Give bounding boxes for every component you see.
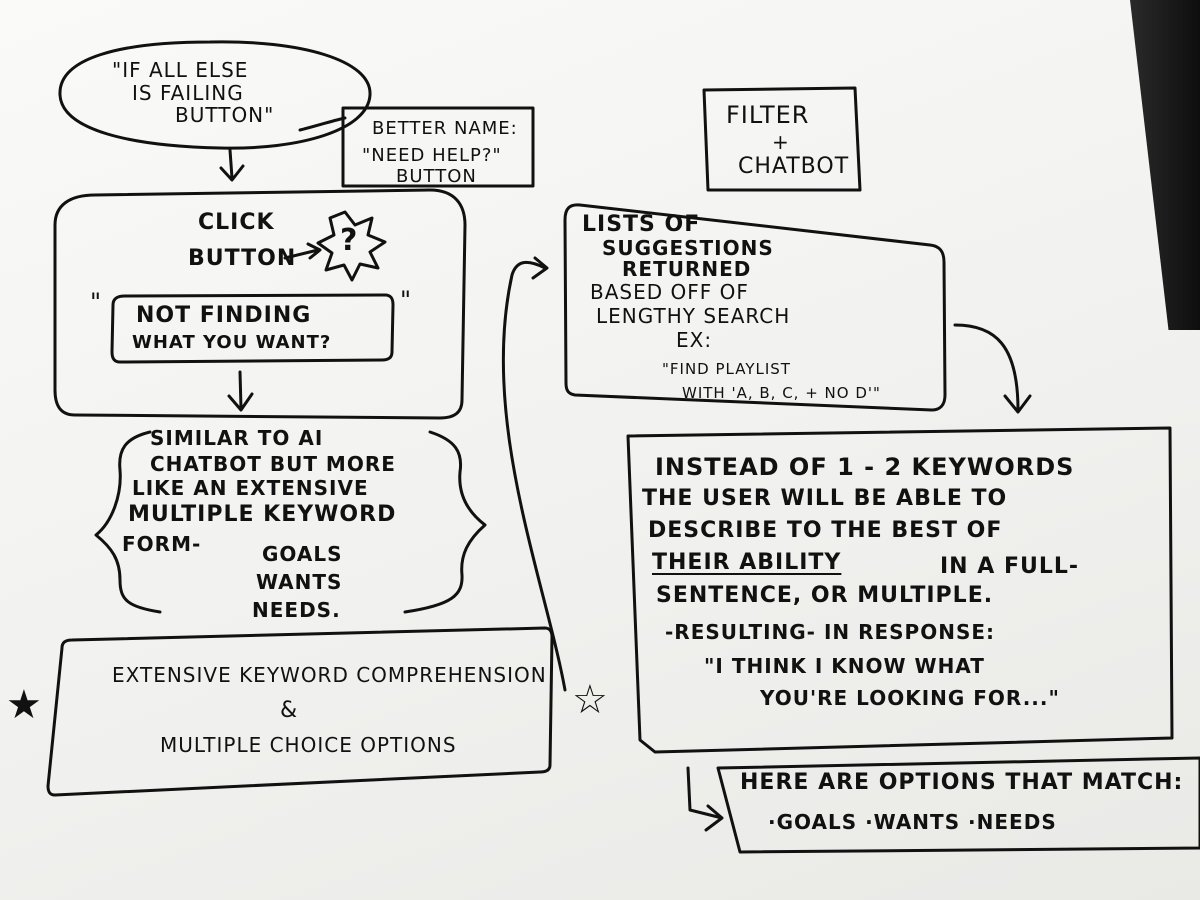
speech-bubble (58, 40, 372, 150)
bubble-tail (298, 116, 347, 132)
options-line-1: HERE ARE OPTIONS THAT MATCH: (740, 770, 1184, 795)
arrow-to-star (283, 242, 322, 260)
filter-title: FILTER (726, 101, 810, 129)
instead-line-2: THE USER WILL BE ABLE TO (642, 486, 1008, 511)
quote-open: " (90, 288, 103, 316)
lists-box (563, 203, 947, 412)
filter-box (702, 86, 862, 192)
better-name-box (341, 106, 535, 188)
similar-line-5: FORM- (122, 532, 202, 556)
lists-line-8: WITH 'A, B, C, + NO D'" (682, 384, 881, 402)
instead-line-8: YOU'RE LOOKING FOR..." (760, 686, 1060, 710)
similar-needs: NEEDS. (252, 598, 341, 622)
similar-line-4: MULTIPLE KEYWORD (128, 502, 397, 527)
bubble-line-3: BUTTON" (175, 103, 275, 127)
click-box (53, 188, 467, 420)
arrow-curve-1 (953, 323, 1032, 414)
instead-line-3: DESCRIBE TO THE BEST OF (648, 518, 1003, 543)
button-label: BUTTON (188, 246, 297, 271)
similar-line-3: LIKE AN EXTENSIVE (132, 476, 369, 500)
options-line-2: ·GOALS ·WANTS ·NEEDS (768, 810, 1057, 834)
lists-line-4: BASED OFF OF (590, 280, 749, 304)
left-brace (94, 430, 162, 614)
instead-line-6: -RESULTING- IN RESPONSE: (665, 620, 996, 644)
extensive-box (46, 626, 554, 797)
instead-line-4b: IN A FULL- (940, 554, 1080, 579)
right-brace (403, 430, 487, 614)
similar-goals: GOALS (262, 542, 343, 566)
extensive-line-1: EXTENSIVE KEYWORD COMPREHENSION (112, 663, 547, 687)
lists-line-2: SUGGESTIONS (602, 236, 774, 260)
better-name-button-word: BUTTON (396, 166, 477, 187)
better-name-value: "NEED HELP?" (362, 145, 502, 166)
similar-line-1: SIMILAR TO AI (150, 426, 324, 450)
extensive-ampersand: & (280, 698, 299, 723)
bubble-line-2: IS FAILING (132, 81, 244, 105)
bubble-line-1: "IF ALL ELSE (112, 58, 249, 82)
not-finding-line-2: WHAT YOU WANT? (132, 332, 332, 353)
not-finding-line-1: NOT FINDING (136, 303, 312, 328)
quote-close: " (400, 286, 413, 314)
feedback-arrow (501, 256, 567, 692)
lists-line-3: RETURNED (622, 257, 752, 281)
filter-plus: + (772, 130, 790, 154)
instead-box (626, 426, 1174, 754)
options-box (716, 756, 1200, 854)
instead-line-4a: THEIR ABILITY (652, 550, 842, 575)
better-name-label: BETTER NAME: (372, 118, 518, 139)
lists-line-1: LISTS OF (582, 212, 701, 237)
instead-line-5: SENTENCE, OR MULTIPLE. (656, 583, 994, 608)
lists-line-7: "FIND PLAYLIST (662, 360, 791, 378)
arrow-down-1 (219, 148, 245, 182)
extensive-line-3: MULTIPLE CHOICE OPTIONS (160, 733, 457, 757)
star-icon-middle: ☆ (572, 677, 608, 723)
chatbot-title: CHATBOT (738, 154, 850, 179)
not-finding-box (110, 293, 395, 364)
question-starburst (316, 210, 387, 282)
lists-line-6: EX: (676, 328, 713, 352)
arrow-down-2 (227, 370, 254, 412)
arrow-curve-2 (686, 766, 724, 832)
similar-wants: WANTS (256, 570, 343, 594)
click-label: CLICK (198, 210, 275, 235)
star-icon-left: ★ (6, 682, 42, 728)
question-icon: ? (340, 223, 359, 258)
lists-line-5: LENGTHY SEARCH (596, 304, 791, 328)
similar-line-2: CHATBOT BUT MORE (150, 452, 396, 476)
instead-line-7: "I THINK I KNOW WHAT (704, 654, 985, 678)
instead-line-1: INSTEAD OF 1 - 2 KEYWORDS (655, 453, 1075, 481)
